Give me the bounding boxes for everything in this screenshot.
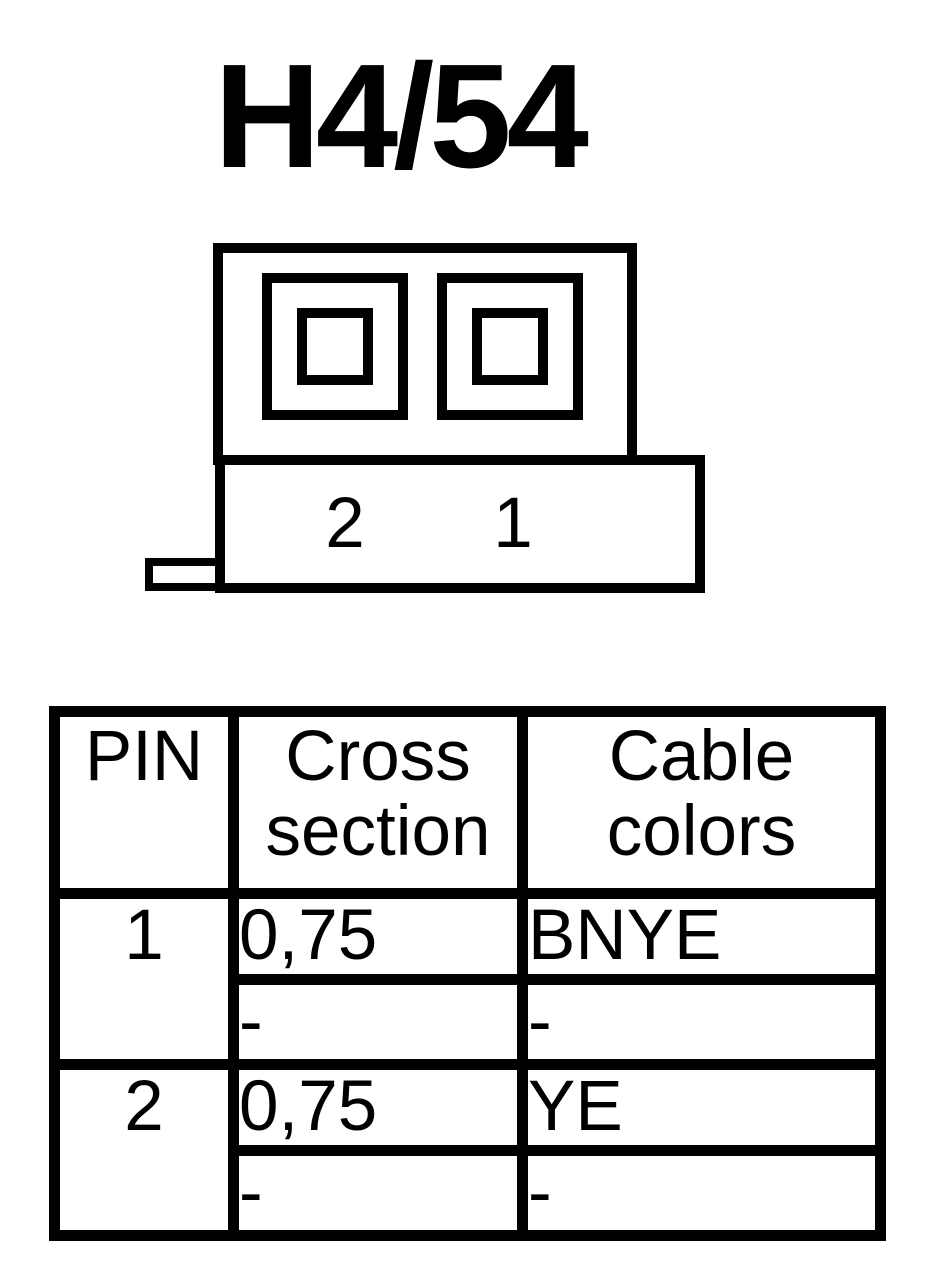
- page-title: H4/54: [214, 34, 589, 199]
- table-row-pin1-a: 1 0,75 BNYE: [49, 887, 886, 1071]
- socket-pin-2-terminal: [297, 308, 373, 385]
- table-row-pin1-b: - -: [55, 973, 886, 1071]
- cross-section-cell: -: [228, 1144, 528, 1242]
- table-row-pin2-b: - -: [55, 1144, 886, 1242]
- connector-foot-tab: [145, 558, 225, 591]
- cable-color-cell: -: [517, 1144, 886, 1242]
- connector-lower-body: [215, 455, 705, 593]
- cable-color-cell: YE: [517, 1059, 886, 1156]
- socket-pin-2: [262, 273, 408, 420]
- header-cross-section: Cross section: [228, 706, 528, 899]
- socket-pin-1: [437, 273, 583, 420]
- cross-section-cell: 0,75: [228, 888, 528, 985]
- pin-number-label-1: 1: [493, 484, 533, 563]
- pin-cell-1: 1: [49, 887, 239, 1071]
- pin-number-label-2: 2: [325, 484, 365, 563]
- cable-color-cell: BNYE: [517, 888, 886, 985]
- pin-cell-2: 2: [49, 1059, 239, 1242]
- pinout-table-container: PIN Cross section Cable colors 1 0,75 BN…: [49, 706, 886, 1242]
- table-header-row: PIN Cross section Cable colors: [49, 706, 886, 899]
- socket-pin-1-terminal: [472, 308, 548, 385]
- header-pin: PIN: [49, 706, 239, 899]
- table-row-pin2-a: 2 0,75 YE: [49, 1059, 886, 1242]
- pinout-table: PIN Cross section Cable colors 1 0,75 BN…: [49, 706, 886, 1242]
- cross-section-cell: -: [228, 973, 528, 1071]
- cable-color-cell: -: [517, 973, 886, 1071]
- header-cable-colors: Cable colors: [517, 706, 886, 899]
- cross-section-cell: 0,75: [228, 1059, 528, 1156]
